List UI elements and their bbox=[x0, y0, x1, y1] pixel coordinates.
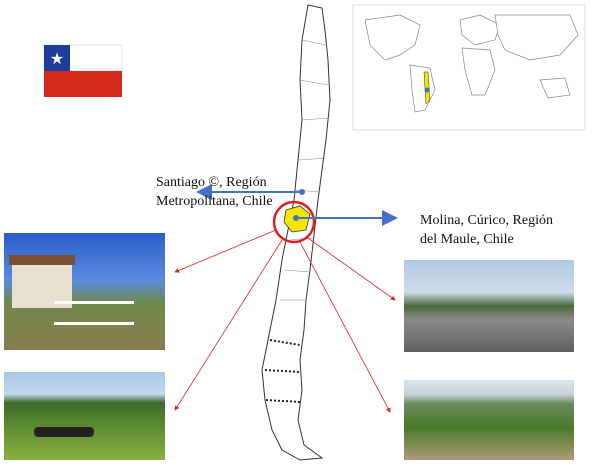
red-arrow bbox=[299, 241, 391, 413]
molina-label: Molina, Cúrico, Región del Maule, Chile bbox=[420, 211, 553, 249]
world-map-inset bbox=[352, 4, 586, 131]
photo-house bbox=[4, 233, 165, 350]
label-line: Molina, Cúrico, Región bbox=[420, 213, 553, 228]
chile-flag: ★ bbox=[43, 44, 123, 97]
label-line: Santiago ©, Región bbox=[156, 175, 267, 190]
svg-text:★: ★ bbox=[50, 51, 64, 68]
highlight-circle bbox=[272, 200, 316, 244]
label-line: del Maule, Chile bbox=[420, 232, 514, 247]
santiago-label: Santiago ©, Región Metropolitana, Chile bbox=[156, 173, 273, 211]
photo-vineyard bbox=[404, 380, 574, 460]
red-arrow bbox=[174, 229, 277, 273]
label-line: Metropolitana, Chile bbox=[156, 194, 273, 209]
chile-map bbox=[261, 4, 331, 461]
red-arrow bbox=[307, 237, 396, 301]
photo-street bbox=[404, 260, 574, 352]
photo-cattle bbox=[4, 372, 165, 460]
red-arrow bbox=[174, 239, 283, 411]
